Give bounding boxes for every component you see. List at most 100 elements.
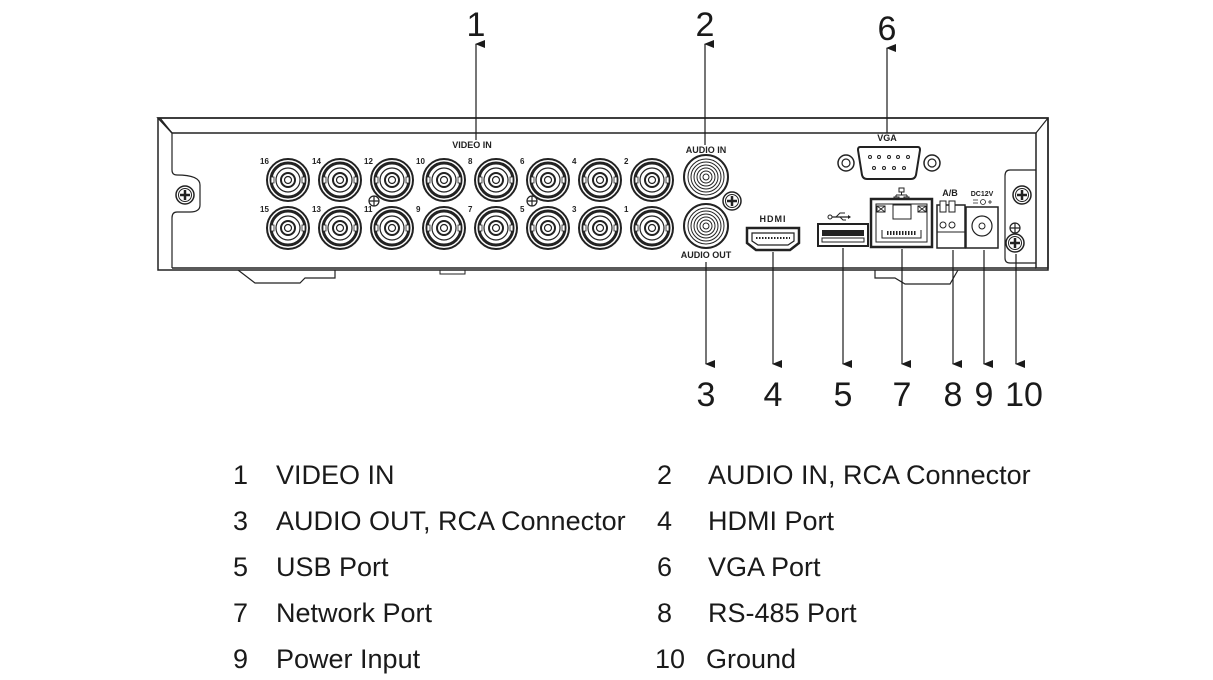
bnc-video-input: 13 [312, 205, 363, 251]
callout-10: 10 [1005, 254, 1043, 414]
ground-screw [1004, 232, 1026, 254]
callout-number: 2 [696, 6, 715, 44]
channel-number: 13 [312, 205, 321, 214]
screw-marker-icon [368, 195, 380, 207]
hdmi-logo-label: HDMI [760, 214, 787, 224]
legend-number: 2 [657, 460, 673, 490]
callout-number: 6 [878, 10, 897, 48]
legend-number: 9 [233, 644, 249, 674]
bnc-video-input: 1 [624, 205, 675, 251]
power-input-jack [965, 206, 999, 249]
bnc-video-input: 15 [260, 205, 311, 251]
callout-number: 3 [697, 376, 716, 414]
bnc-video-input: 4 [572, 157, 623, 203]
bnc-video-input: 7 [468, 205, 519, 251]
channel-number: 6 [520, 157, 525, 166]
callout-6: 6 [878, 10, 897, 133]
legend-number: 4 [657, 506, 673, 536]
callout-number: 9 [975, 376, 994, 414]
channel-number: 14 [312, 157, 321, 166]
channel-number: 11 [364, 205, 373, 214]
legend-number: 8 [657, 598, 673, 628]
channel-number: 2 [624, 157, 629, 166]
channel-number: 8 [468, 157, 473, 166]
callout-8: 8 [944, 250, 963, 414]
audio-out-rca-connector [683, 203, 729, 249]
callout-1: 1 [467, 6, 486, 140]
legend-label: VIDEO IN [276, 460, 395, 490]
callout-number: 1 [467, 6, 486, 44]
chassis [156, 117, 1049, 285]
channel-number: 3 [572, 205, 577, 214]
legend-number: 3 [233, 506, 249, 536]
dc-polarity-icon [973, 199, 992, 205]
channel-number: 7 [468, 205, 473, 214]
callout-number: 10 [1005, 376, 1043, 414]
mounting-screw-left-icon [174, 184, 196, 206]
callout-9: 9 [975, 250, 994, 414]
callout-5: 5 [834, 248, 853, 414]
legend-number: 7 [233, 598, 249, 628]
hdmi-port: HDMI [745, 214, 801, 252]
legend-number: 6 [657, 552, 673, 582]
callout-2: 2 [696, 6, 715, 145]
mounting-screw-right-icon [1011, 184, 1033, 206]
legend-label: HDMI Port [708, 506, 835, 536]
bnc-video-input: 8 [468, 157, 519, 203]
rs485-terminal [936, 200, 966, 249]
usb-port [817, 212, 869, 247]
bnc-video-input: 3 [572, 205, 623, 251]
bnc-video-input: 2 [624, 157, 675, 203]
callout-7: 7 [893, 249, 912, 414]
vga-panel-label: VGA [877, 133, 897, 143]
bnc-video-input: 9 [416, 205, 467, 251]
callout-number: 8 [944, 376, 963, 414]
legend-number: 10 [655, 644, 686, 674]
callout-4: 4 [764, 252, 783, 414]
bnc-video-input: 10 [416, 157, 467, 203]
bnc-video-input: 5 [520, 205, 571, 251]
channel-number: 15 [260, 205, 269, 214]
channel-number: 16 [260, 157, 269, 166]
legend-number: 1 [233, 460, 249, 490]
bnc-video-input: 12 [364, 157, 415, 203]
video-in-bnc-connectors: 16 14 12 10 8 6 4 2 15 13 11 9 7 5 3 1 [260, 157, 675, 251]
port-legend: 1 VIDEO IN 2 AUDIO IN, RCA Connector 3 AUDIO … [0, 450, 1213, 680]
ground-symbol-icon [1009, 222, 1021, 234]
audio-in-panel-label: AUDIO IN [686, 145, 727, 155]
usb-icon [827, 212, 851, 221]
legend-label: Power Input [276, 644, 421, 674]
legend-label: RS-485 Port [708, 598, 857, 628]
legend-label: Ground [706, 644, 797, 674]
bnc-video-input: 6 [520, 157, 571, 203]
channel-number: 4 [572, 157, 577, 166]
channel-number: 10 [416, 157, 425, 166]
legend-label: Network Port [276, 598, 433, 628]
callout-number: 4 [764, 376, 783, 414]
bnc-video-input: 14 [312, 157, 363, 203]
audio-in-rca-connector [683, 154, 729, 200]
dc12v-panel-label: DC12V [971, 191, 994, 198]
bnc-video-input: 16 [260, 157, 311, 203]
legend-label: USB Port [276, 552, 389, 582]
vga-port [837, 146, 941, 180]
channel-number: 9 [416, 205, 421, 214]
channel-number: 5 [520, 205, 525, 214]
callout-3: 3 [697, 262, 716, 414]
bnc-video-input: 11 [364, 205, 415, 251]
rs485-panel-label: A/B [942, 188, 958, 198]
legend-number: 5 [233, 552, 249, 582]
screw-marker-icon [526, 195, 538, 207]
video-in-panel-label: VIDEO IN [452, 140, 492, 150]
network-port [869, 187, 934, 249]
channel-number: 12 [364, 157, 373, 166]
channel-number: 1 [624, 205, 629, 214]
screw-marker-icon [721, 190, 743, 212]
callout-number: 5 [834, 376, 853, 414]
legend-label: AUDIO OUT, RCA Connector [276, 506, 626, 536]
legend-label: VGA Port [708, 552, 821, 582]
callout-number: 7 [893, 376, 912, 414]
legend-label: AUDIO IN, RCA Connector [708, 460, 1031, 490]
audio-out-panel-label: AUDIO OUT [681, 250, 732, 260]
